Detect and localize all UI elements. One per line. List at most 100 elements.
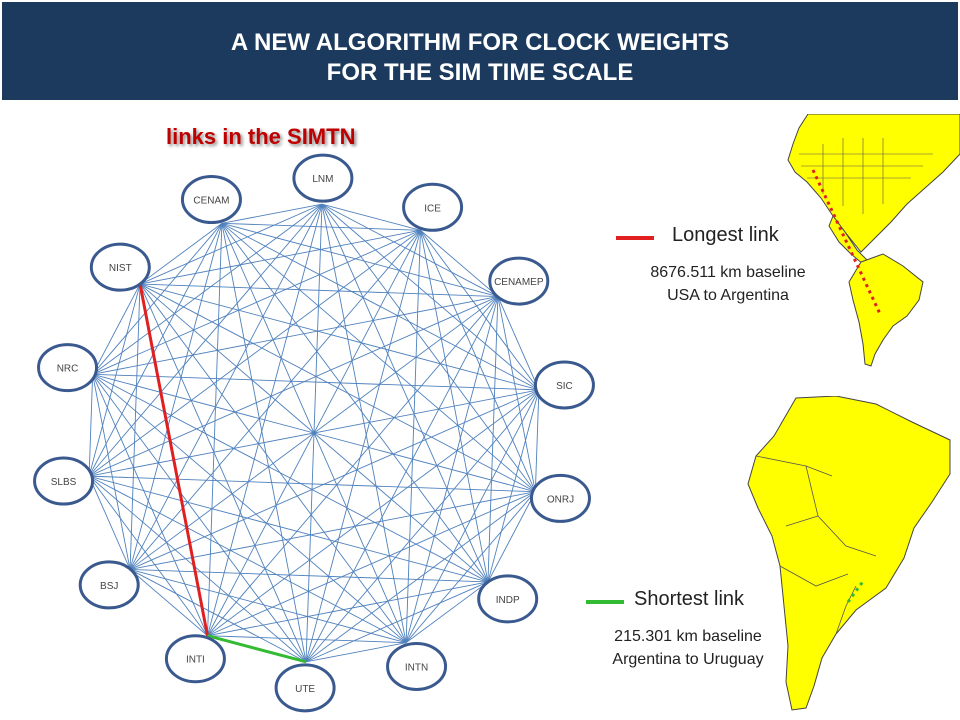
node-circle (488, 256, 550, 306)
edge-onrj-cenam (221, 222, 536, 493)
edge-inti-slbs (88, 475, 208, 636)
node-circle (164, 634, 226, 684)
node-circle (33, 456, 95, 506)
node-slbs: SLBS (33, 456, 95, 506)
edge-intn-ute (305, 642, 407, 663)
node-circle (274, 663, 336, 713)
south-america-detail-shape (747, 396, 951, 711)
node-intn: INTN (386, 641, 448, 691)
longest-link-route: USA to Argentina (667, 287, 789, 304)
node-label: INDP (496, 595, 520, 606)
diagram-subtitle: links in the SIMTN (166, 124, 356, 149)
node-cenamep: CENAMEP (488, 256, 550, 306)
edge-intn-nist (139, 283, 407, 643)
edge-ute-bsj (129, 569, 307, 663)
node-label: CENAM (193, 196, 229, 207)
node-label: NIST (109, 263, 132, 274)
longest-link-swatch (616, 236, 654, 240)
shortest-link-dotted-line (846, 579, 866, 603)
edge-lnm-ice (321, 203, 421, 231)
edge-onrj-ute (305, 491, 536, 663)
node-label: NRC (57, 364, 79, 375)
longest-link-edge (138, 283, 209, 637)
edge-sic-nrc (92, 373, 539, 391)
edge-ice-cenamep (420, 229, 499, 297)
title-banner: A NEW ALGORITHM FOR CLOCK WEIGHTS FOR TH… (2, 2, 958, 100)
edge-lnm-nrc (92, 203, 323, 375)
node-nist: NIST (89, 242, 151, 292)
title-line-2: FOR THE SIM TIME SCALE (326, 59, 634, 86)
node-circle (78, 560, 140, 610)
edge-indp-slbs (88, 475, 489, 583)
node-label: CENAMEP (494, 277, 544, 288)
node-label: LNM (312, 174, 333, 185)
edge-slbs-nrc (88, 374, 94, 477)
node-indp: INDP (477, 574, 539, 624)
edge-onrj-bsj (130, 491, 536, 570)
edge-sic-inti (207, 389, 540, 637)
edge-cenamep-cenam (221, 222, 499, 297)
edge-indp-nrc (92, 373, 489, 583)
node-label: BSJ (100, 581, 118, 592)
node-lnm: LNM (292, 153, 354, 203)
edge-slbs-nist (88, 283, 141, 477)
highlight-edges-layer (138, 283, 307, 664)
edge-inti-cenam (207, 223, 223, 636)
node-label: SIC (556, 381, 573, 392)
edge-ute-nist (139, 283, 307, 663)
edge-cenamep-sic (497, 296, 540, 391)
node-label: INTN (405, 662, 428, 673)
edge-ute-nrc (92, 374, 307, 663)
edge-sic-intn (405, 389, 540, 643)
shortest-link-baseline: 215.301 km baseline (614, 628, 762, 645)
node-label: ICE (424, 203, 441, 214)
edge-sic-onrj (534, 389, 540, 492)
edge-ute-cenam (221, 223, 307, 662)
edge-bsj-slbs (88, 475, 131, 570)
edge-indp-intn (405, 581, 489, 644)
node-ice: ICE (402, 182, 464, 232)
edge-ice-slbs (88, 229, 421, 477)
edge-onrj-slbs (89, 475, 536, 493)
longest-link-baseline: 8676.511 km baseline (650, 264, 806, 281)
edge-sic-cenam (221, 222, 540, 391)
americas-map (787, 114, 960, 367)
edge-inti-bsj (129, 569, 208, 637)
node-label: UTE (295, 684, 315, 695)
node-circle (89, 242, 151, 292)
node-bsj: BSJ (78, 560, 140, 610)
state-borders (799, 138, 933, 214)
edge-ice-cenam (221, 222, 421, 231)
shortest-link-route: Argentina to Uruguay (612, 651, 764, 668)
node-circle (477, 574, 539, 624)
node-label: SLBS (51, 477, 77, 488)
node-ute: UTE (274, 663, 336, 713)
edge-lnm-bsj (129, 203, 323, 570)
edge-intn-inti (207, 635, 407, 644)
edge-indp-bsj (130, 568, 488, 583)
edge-sic-nist (139, 283, 540, 391)
edge-cenamep-ute (305, 296, 499, 663)
node-nrc: NRC (37, 343, 99, 393)
edge-intn-nrc (92, 373, 407, 644)
longest-link-label: Longest link (672, 224, 779, 246)
shortest-link-swatch (586, 600, 624, 604)
nodes-layer: LNMICECENAMEPSICONRJINDPINTNUTEINTIBSJSL… (33, 153, 595, 713)
node-circle (37, 343, 99, 393)
south-america-shape (848, 253, 924, 367)
edge-nrc-cenam (92, 223, 223, 375)
edge-intn-slbs (88, 475, 407, 644)
south-america-map (747, 396, 951, 711)
node-circle (529, 473, 591, 523)
edge-indp-cenam (221, 223, 489, 583)
node-cenam: CENAM (180, 175, 242, 225)
edge-slbs-cenam (88, 223, 223, 477)
node-circle (292, 153, 354, 203)
edge-nrc-nist (92, 283, 141, 375)
shortest-link-edge (207, 634, 307, 664)
edge-ice-nist (139, 229, 421, 285)
node-inti: INTI (164, 634, 226, 684)
node-label: INTI (186, 655, 205, 666)
edge-cenamep-indp (487, 296, 499, 582)
edge-bsj-nist (129, 284, 141, 570)
